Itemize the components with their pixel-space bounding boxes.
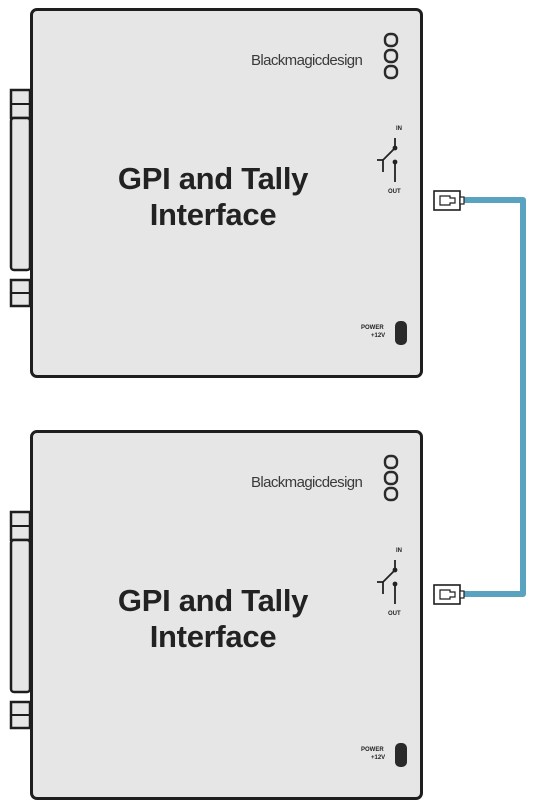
title-line-2: Interface xyxy=(149,197,277,232)
power-label: POWER xyxy=(361,325,384,331)
device-title: GPI and Tally Interface xyxy=(83,161,343,233)
gpi-tally-device-top: Blackmagicdesign GPI and Tally Interface… xyxy=(30,8,423,378)
title-line-2: Interface xyxy=(149,619,277,654)
power-voltage-label: +12V xyxy=(371,333,386,339)
in-out-switch-icon xyxy=(377,560,398,604)
device-title: GPI and Tally Interface xyxy=(83,583,343,655)
db25-connector-icon xyxy=(9,116,32,272)
bnc-connector-bottom-icon xyxy=(9,278,32,308)
bnc-connector-top-icon xyxy=(9,88,32,120)
switch-out-label: OUT xyxy=(388,189,401,195)
title-line-1: GPI and Tally xyxy=(117,161,309,196)
gpi-tally-device-bottom: Blackmagicdesign GPI and Tally Interface… xyxy=(30,430,423,800)
switch-in-label: IN xyxy=(396,126,402,132)
brand-name: Blackmagicdesign xyxy=(251,474,363,491)
bnc-connector-bottom-icon xyxy=(9,700,32,730)
ethernet-plug-icon xyxy=(433,584,465,605)
power-jack-icon xyxy=(395,321,407,345)
db25-connector-icon xyxy=(9,538,32,694)
in-out-switch-icon xyxy=(377,138,398,182)
brand-name: Blackmagicdesign xyxy=(251,52,363,69)
blackmagic-logo-icon xyxy=(383,454,399,502)
network-cable xyxy=(462,197,526,597)
power-voltage-label: +12V xyxy=(371,755,386,761)
power-jack-icon xyxy=(395,743,407,767)
power-label: POWER xyxy=(361,747,384,753)
bnc-connector-top-icon xyxy=(9,510,32,542)
switch-in-label: IN xyxy=(396,548,402,554)
title-line-1: GPI and Tally xyxy=(117,583,309,618)
blackmagic-logo-icon xyxy=(383,32,399,80)
switch-out-label: OUT xyxy=(388,611,401,617)
ethernet-plug-icon xyxy=(433,190,465,211)
